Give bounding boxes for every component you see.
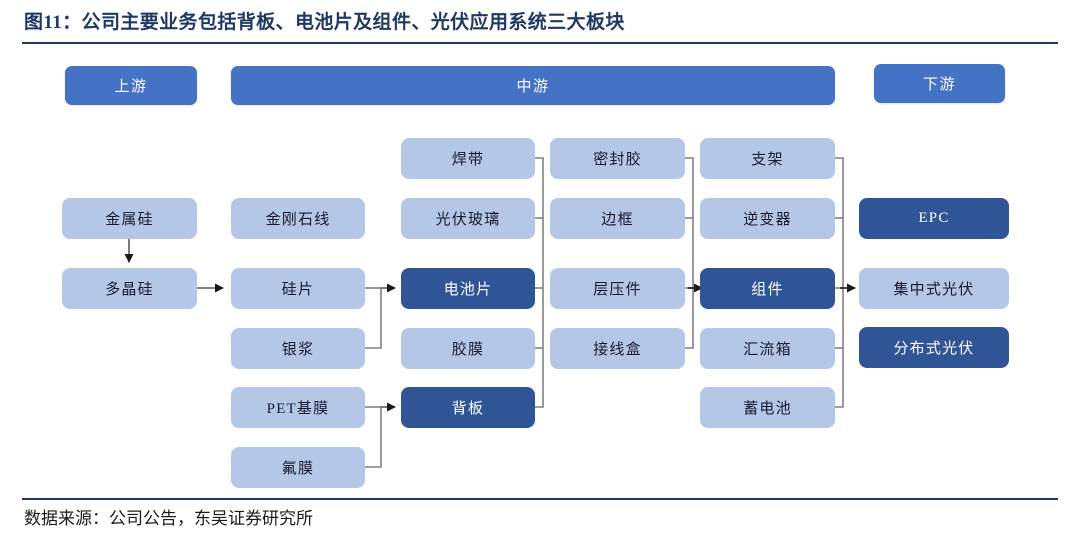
stage-bar-upstream: 上游 (65, 66, 197, 105)
node-pv-glass[interactable]: 光伏玻璃 (401, 198, 535, 239)
node-silicon-wafer[interactable]: 硅片 (231, 268, 365, 309)
title-divider (22, 42, 1058, 44)
node-frame[interactable]: 边框 (550, 198, 685, 239)
node-module[interactable]: 组件 (700, 268, 835, 309)
node-ribbon[interactable]: 焊带 (401, 138, 535, 179)
node-sealant[interactable]: 密封胶 (550, 138, 685, 179)
stage-bar-downstream: 下游 (874, 64, 1005, 103)
node-fluorine-film[interactable]: 氟膜 (231, 447, 365, 488)
node-solar-cell[interactable]: 电池片 (401, 268, 535, 309)
node-utility-scale-pv[interactable]: 集中式光伏 (859, 268, 1009, 309)
node-junction-box[interactable]: 接线盒 (550, 328, 685, 369)
node-epc[interactable]: EPC (859, 198, 1009, 239)
node-diamond-wire[interactable]: 金刚石线 (231, 198, 365, 239)
node-polysilicon[interactable]: 多晶硅 (62, 268, 197, 309)
stage-bar-midstream: 中游 (231, 66, 835, 105)
footer-divider (22, 498, 1058, 500)
node-laminate[interactable]: 层压件 (550, 268, 685, 309)
source-note: 数据来源：公司公告，东吴证券研究所 (24, 509, 313, 528)
node-metal-silicon[interactable]: 金属硅 (62, 198, 197, 239)
node-combiner-box[interactable]: 汇流箱 (700, 328, 835, 369)
node-encapsulant-film[interactable]: 胶膜 (401, 328, 535, 369)
node-storage-battery[interactable]: 蓄电池 (700, 387, 835, 428)
node-inverter[interactable]: 逆变器 (700, 198, 835, 239)
node-distributed-pv[interactable]: 分布式光伏 (859, 327, 1009, 368)
node-mounting-bracket[interactable]: 支架 (700, 138, 835, 179)
node-silver-paste[interactable]: 银浆 (231, 328, 365, 369)
node-backsheet[interactable]: 背板 (401, 387, 535, 428)
figure-title: 图11：公司主要业务包括背板、电池片及组件、光伏应用系统三大板块 (24, 12, 625, 33)
node-pet-base-film[interactable]: PET基膜 (231, 387, 365, 428)
